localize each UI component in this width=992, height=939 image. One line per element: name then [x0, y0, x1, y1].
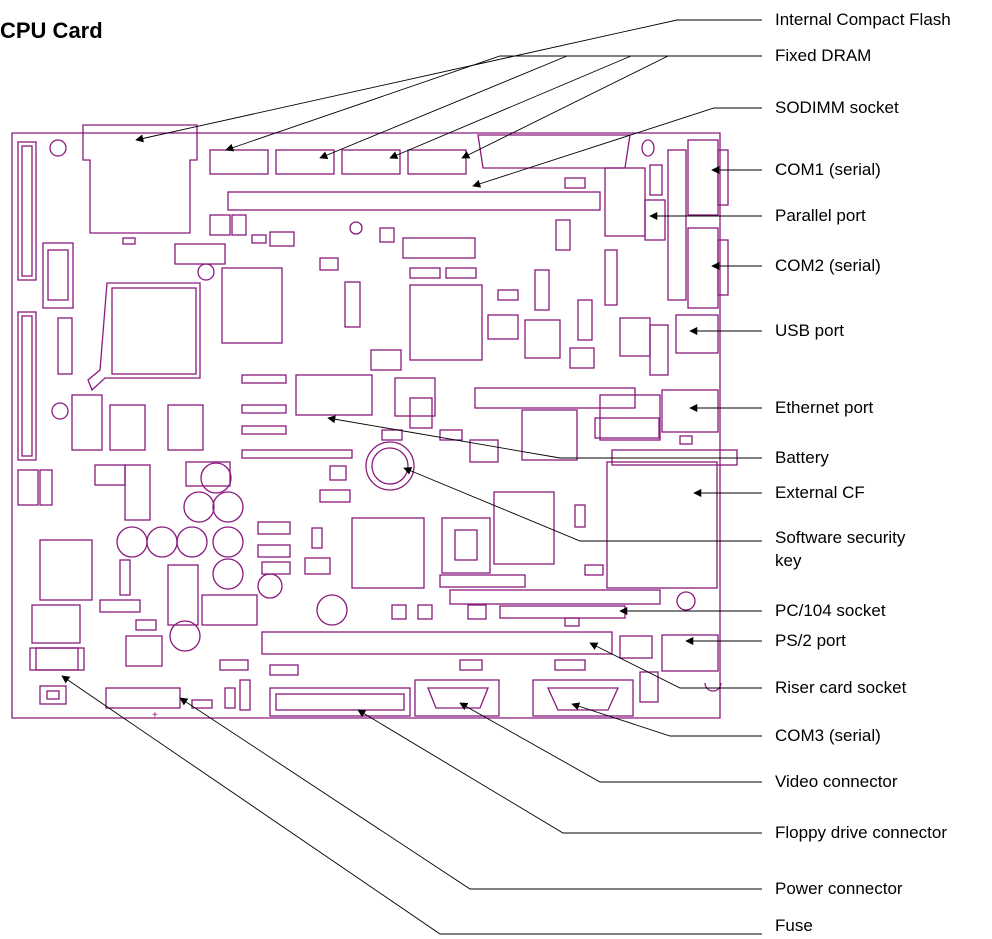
battery-holder-chip — [295, 374, 373, 416]
label-usb-port: USB port — [775, 321, 844, 340]
leader-internal-cf — [135, 19, 762, 143]
leader-fuse — [61, 675, 762, 935]
leader-lines — [61, 19, 762, 935]
polarity-plus-marking: + — [152, 710, 158, 721]
external-cf-socket — [606, 461, 718, 589]
label-software-security-key-line2: key — [775, 551, 802, 570]
label-battery: Battery — [775, 448, 829, 467]
long-header — [474, 387, 636, 409]
label-riser-card-socket: Riser card socket — [775, 678, 907, 697]
label-com3: COM3 (serial) — [775, 726, 881, 745]
leader-com3 — [571, 702, 762, 737]
dram-chip-2 — [275, 149, 335, 175]
label-ethernet-port: Ethernet port — [775, 398, 874, 417]
com1-connector — [687, 139, 719, 216]
parallel-connector — [477, 134, 631, 169]
left-header-1 — [17, 141, 37, 281]
label-fixed-dram: Fixed DRAM — [775, 46, 872, 65]
label-parallel-port: Parallel port — [775, 206, 866, 225]
battery — [365, 441, 415, 491]
label-fuse: Fuse — [775, 916, 813, 935]
leader-floppy — [357, 709, 762, 834]
left-header-2 — [17, 311, 37, 461]
board-drawing — [11, 124, 738, 719]
ethernet-connector — [661, 389, 719, 433]
board-outline — [11, 132, 721, 719]
dram-chip-3 — [341, 149, 401, 175]
leader-security-key — [403, 467, 762, 542]
ps2-connector — [661, 634, 719, 672]
label-video-connector: Video connector — [775, 772, 898, 791]
com2-connector — [687, 227, 719, 309]
leader-sodimm — [472, 107, 762, 188]
label-com1: COM1 (serial) — [775, 160, 881, 179]
security-key-chip — [351, 517, 425, 589]
cpu-chip — [87, 282, 201, 392]
leader-power — [179, 697, 762, 890]
pc104-socket — [449, 589, 661, 605]
com3-connector — [532, 679, 634, 717]
internal-cf-socket — [82, 124, 198, 234]
label-internal-compact-flash: Internal Compact Flash — [775, 10, 951, 29]
leader-battery — [327, 415, 762, 459]
capacitors — [116, 462, 696, 652]
fuse-socket — [31, 604, 81, 644]
usb-connector — [675, 314, 719, 354]
fuse — [29, 647, 85, 671]
label-power-connector: Power connector — [775, 879, 903, 898]
label-ps2-port: PS/2 port — [775, 631, 846, 650]
label-external-cf: External CF — [775, 483, 865, 502]
left-side-connector — [17, 469, 39, 506]
video-connector — [414, 679, 500, 717]
label-com2: COM2 (serial) — [775, 256, 881, 275]
sodimm-socket — [227, 191, 601, 211]
diagram-title: CPU Card — [0, 18, 103, 43]
label-sodimm-socket: SODIMM socket — [775, 98, 899, 117]
leader-video — [459, 702, 762, 783]
leader-riser — [589, 642, 762, 689]
dram-chip-4 — [407, 149, 467, 175]
label-floppy-drive-connector: Floppy drive connector — [775, 823, 947, 842]
floppy-connector — [269, 687, 411, 717]
power-connector — [105, 687, 181, 709]
riser-card-socket — [261, 631, 613, 655]
label-pc104-socket: PC/104 socket — [775, 601, 886, 620]
dram-chip-1 — [209, 149, 269, 175]
label-software-security-key-line1: Software security — [775, 528, 906, 547]
leader-fixed-dram-1 — [225, 55, 762, 152]
